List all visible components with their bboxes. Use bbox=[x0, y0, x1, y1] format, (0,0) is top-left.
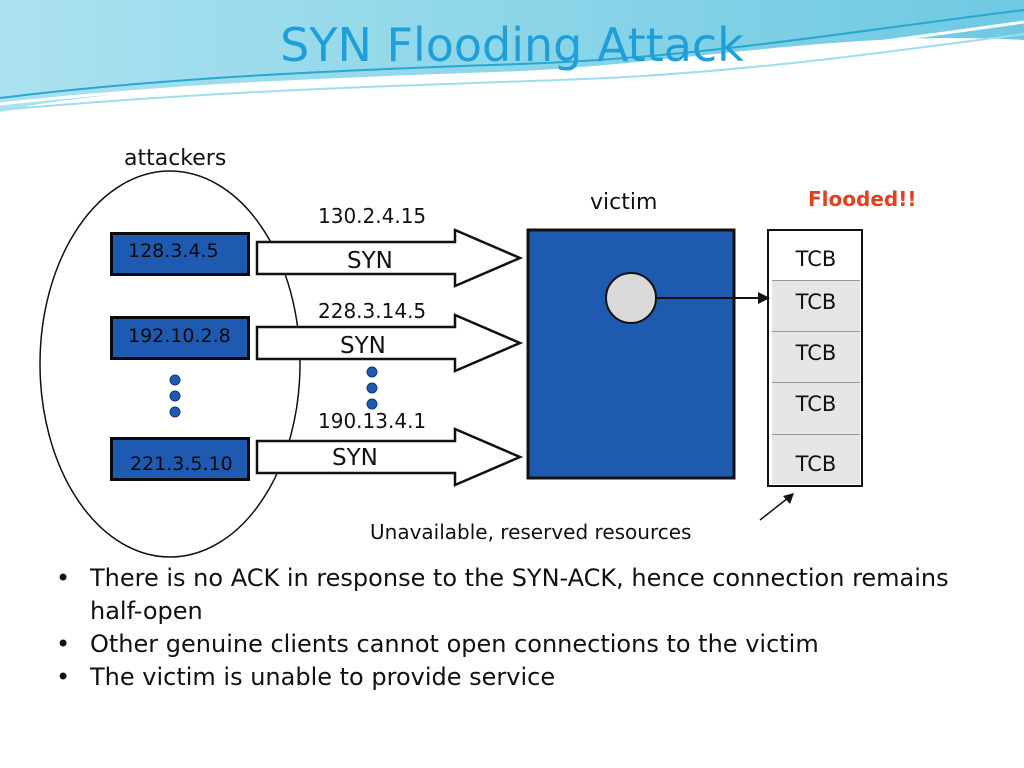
ellipsis-dot bbox=[169, 406, 181, 418]
bullet-text: There is no ACK in response to the SYN-A… bbox=[90, 564, 949, 625]
bullet-icon: • bbox=[56, 564, 71, 592]
tcb-entry: TCB bbox=[772, 383, 860, 435]
bullet-icon: • bbox=[56, 663, 71, 691]
resources-pointer-line bbox=[759, 497, 789, 521]
resources-label: Unavailable, reserved resources bbox=[370, 520, 692, 544]
resources-pointer-arrowhead bbox=[783, 493, 794, 504]
victim-socket-circle bbox=[605, 272, 657, 324]
syn-label-2: SYN bbox=[340, 333, 386, 359]
bullet-text: The victim is unable to provide service bbox=[90, 663, 556, 691]
attacker-ip-1: 128.3.4.5 bbox=[128, 240, 219, 262]
attackers-label: attackers bbox=[124, 146, 227, 171]
attacker-host-1 bbox=[110, 232, 250, 276]
bullet-text: Other genuine clients cannot open connec… bbox=[90, 630, 819, 658]
ellipsis-dot bbox=[169, 390, 181, 402]
spoofed-source-ip-1: 130.2.4.15 bbox=[318, 204, 427, 228]
syn-label-3: SYN bbox=[332, 445, 378, 471]
tcb-table bbox=[767, 229, 863, 487]
ellipsis-dot bbox=[366, 382, 378, 394]
bullet-icon: • bbox=[56, 630, 71, 658]
bullet-list: • There is no ACK in response to the SYN-… bbox=[56, 562, 976, 694]
bullet-item: • Other genuine clients cannot open conne… bbox=[56, 628, 976, 661]
slide-title: SYN Flooding Attack bbox=[280, 18, 744, 72]
socket-to-tcb-arrowhead bbox=[758, 292, 770, 304]
spoofed-source-ip-3: 190.13.4.1 bbox=[318, 409, 427, 433]
tcb-entry: TCB bbox=[772, 435, 860, 484]
syn-arrow-2 bbox=[255, 313, 524, 373]
tcb-entry: TCB bbox=[772, 233, 860, 281]
attacker-ip-2: 192.10.2.8 bbox=[128, 325, 231, 347]
spoofed-source-ip-2: 228.3.14.5 bbox=[318, 299, 427, 323]
ellipsis-dot bbox=[366, 398, 378, 410]
syn-label-1: SYN bbox=[347, 248, 393, 274]
attacker-host-3 bbox=[110, 437, 250, 481]
syn-arrow-1 bbox=[255, 228, 524, 288]
victim-server bbox=[526, 228, 736, 480]
syn-arrow-3 bbox=[255, 427, 524, 487]
wave-background bbox=[0, 0, 1024, 112]
bullet-item: • The victim is unable to provide service bbox=[56, 661, 976, 694]
tcb-entry: TCB bbox=[772, 281, 860, 332]
attacker-ip-3: 221.3.5.10 bbox=[130, 453, 233, 475]
bullet-item: • There is no ACK in response to the SYN-… bbox=[56, 562, 976, 628]
tcb-entry: TCB bbox=[772, 332, 860, 383]
ellipsis-dot bbox=[169, 374, 181, 386]
flooded-label: Flooded!! bbox=[808, 187, 917, 211]
attackers-group-ellipse bbox=[39, 170, 301, 558]
ellipsis-dot bbox=[366, 366, 378, 378]
attacker-host-2 bbox=[110, 316, 250, 360]
victim-label: victim bbox=[590, 190, 658, 215]
